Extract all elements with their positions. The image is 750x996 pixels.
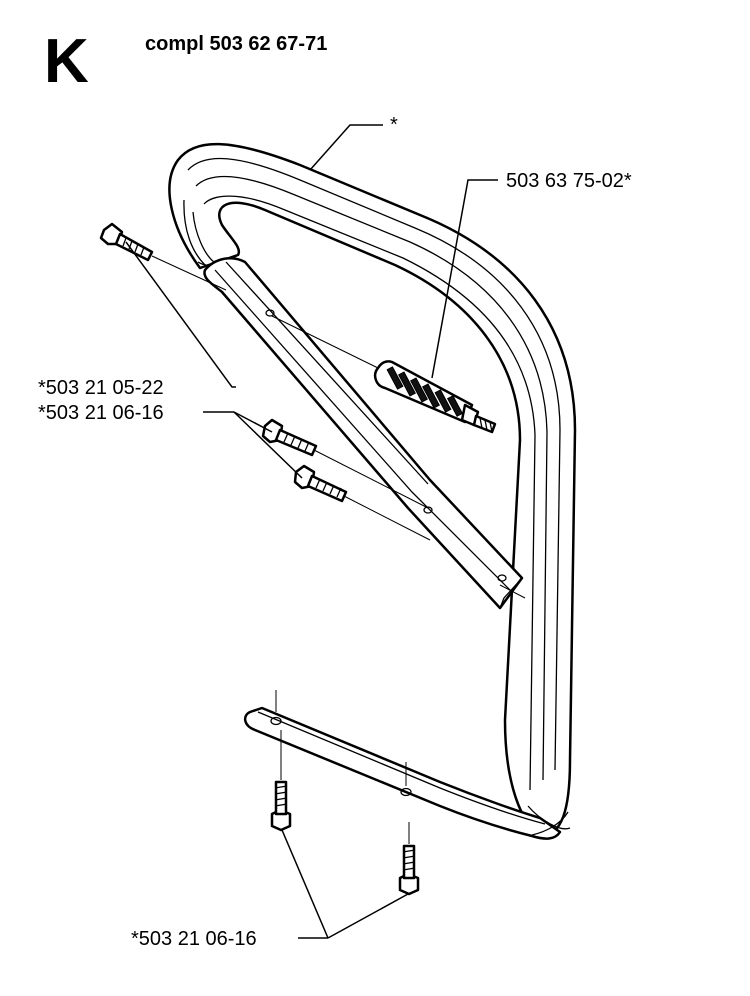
rubber-buffer [373,360,497,434]
callout-handle-bar: * [390,114,398,136]
callout-screw-pair: *503 21 06-16 [38,402,164,424]
assembly-lines [151,255,526,844]
screw-bottom-left [270,780,292,832]
screw-top [99,222,154,262]
screw-bottom-right [398,844,420,896]
lower-mounting-bracket [243,706,571,840]
screw-pair-lower [293,464,348,503]
assembly-part-number: compl 503 62 67-71 [145,33,327,55]
leader-lines [125,124,498,939]
callout-screw-top: *503 21 05-22 [38,377,164,399]
callout-screw-bottom: *503 21 06-16 [131,928,257,950]
screw-pair-upper [261,418,318,457]
callout-rubber-buffer: 503 63 75-02* [506,170,632,192]
inner-brace-strap [203,257,524,610]
section-letter: K [44,27,89,96]
front-handle-bar [168,142,577,840]
